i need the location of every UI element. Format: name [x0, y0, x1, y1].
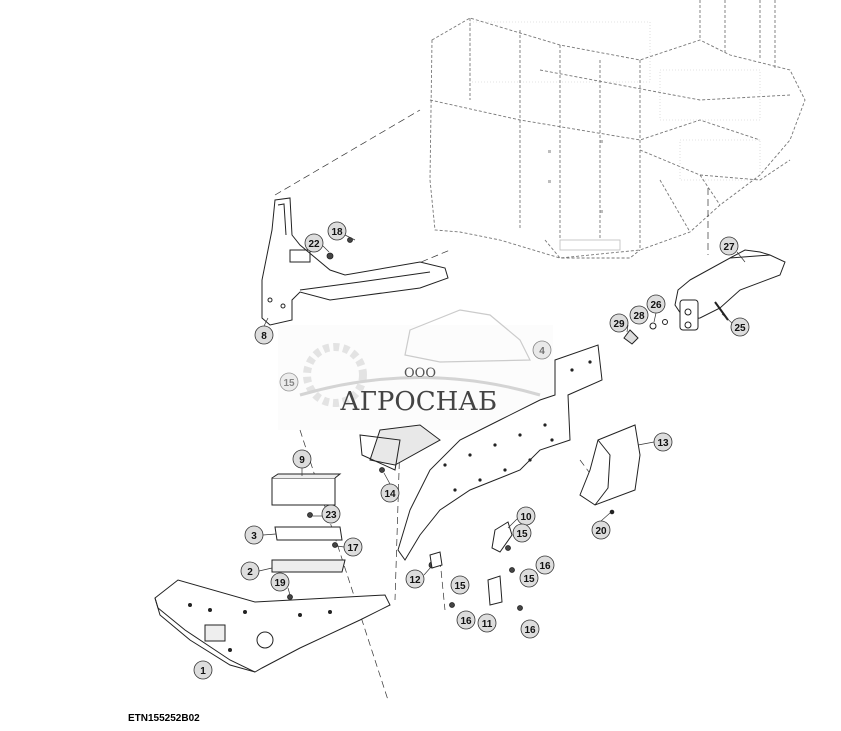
callout-16-c: 16 — [520, 619, 540, 639]
callout-20: 20 — [591, 520, 611, 540]
callout-11: 11 — [477, 613, 497, 633]
part-2-plate — [271, 559, 346, 573]
callout-9: 9 — [292, 449, 312, 469]
svg-text:19: 19 — [274, 578, 286, 589]
svg-text:8: 8 — [261, 331, 267, 342]
part-3-plate — [274, 526, 343, 541]
watermark-prefix: ООО — [404, 366, 436, 381]
svg-text:2: 2 — [247, 567, 253, 578]
part-1-base-plate — [154, 579, 391, 673]
watermark-logo — [278, 309, 553, 430]
svg-text:12: 12 — [409, 575, 421, 586]
svg-text:16: 16 — [460, 616, 472, 627]
svg-text:13: 13 — [657, 438, 669, 449]
callout-15-b: 15 — [512, 523, 532, 543]
callout-15-c: 15 — [519, 568, 539, 588]
callout-13: 13 — [653, 432, 673, 452]
svg-text:9: 9 — [299, 455, 305, 466]
svg-text:15: 15 — [516, 529, 528, 540]
leader-lines — [258, 234, 746, 596]
callout-16-a: 16 — [535, 555, 555, 575]
part-10-bracket — [491, 521, 513, 553]
svg-text:28: 28 — [633, 311, 645, 322]
svg-text:3: 3 — [251, 531, 257, 542]
callout-10: 10 — [516, 506, 536, 526]
svg-text:15: 15 — [283, 378, 295, 389]
svg-text:1: 1 — [200, 666, 206, 677]
callout-15-d: 15 — [450, 575, 470, 595]
svg-text:18: 18 — [331, 227, 343, 238]
svg-text:15: 15 — [523, 574, 535, 585]
callout-26: 26 — [646, 294, 666, 314]
svg-text:14: 14 — [384, 489, 396, 500]
callout-14: 14 — [380, 483, 400, 503]
svg-text:25: 25 — [734, 323, 746, 334]
part-27-bracket — [623, 249, 786, 345]
svg-text:15: 15 — [454, 581, 466, 592]
svg-text:23: 23 — [325, 510, 337, 521]
platform-grating — [469, 21, 761, 251]
callout-19: 19 — [270, 572, 290, 592]
callout-8: 8 — [254, 325, 274, 345]
part-11-bracket — [487, 575, 503, 606]
svg-text:16: 16 — [524, 625, 536, 636]
callout-1: 1 — [193, 660, 213, 680]
callout-25: 25 — [730, 317, 750, 337]
svg-text:26: 26 — [650, 300, 662, 311]
callout-2: 2 — [240, 561, 260, 581]
svg-text:4: 4 — [539, 346, 545, 357]
part-12-block — [429, 551, 443, 569]
svg-text:27: 27 — [723, 242, 735, 253]
callouts: 18 22 8 15 27 26 28 29 25 4 13 9 14 23 3… — [193, 221, 750, 680]
callout-15: 15 — [279, 372, 299, 392]
callout-4: 4 — [532, 340, 552, 360]
figure-code: ETN155252B02 — [128, 713, 200, 724]
svg-text:29: 29 — [613, 319, 625, 330]
callout-22: 22 — [304, 233, 324, 253]
part-8-bracket — [261, 197, 449, 326]
watermark-name: АГРОСНАБ — [340, 387, 497, 417]
svg-text:11: 11 — [482, 619, 493, 630]
cab-platform-outline — [429, 0, 806, 259]
callout-29: 29 — [609, 313, 629, 333]
callout-16-b: 16 — [456, 610, 476, 630]
part-9-plate — [271, 473, 342, 506]
callout-18: 18 — [327, 221, 347, 241]
part-4-frame-rail — [359, 344, 603, 561]
svg-text:20: 20 — [595, 526, 607, 537]
svg-text:17: 17 — [347, 543, 359, 554]
part-13-shield — [579, 424, 641, 515]
callout-3: 3 — [244, 525, 264, 545]
callout-27: 27 — [719, 236, 739, 256]
svg-text:16: 16 — [539, 561, 551, 572]
callout-28: 28 — [629, 305, 649, 325]
callout-17: 17 — [343, 537, 363, 557]
svg-text:22: 22 — [308, 239, 320, 250]
svg-text:10: 10 — [520, 512, 532, 523]
callout-23: 23 — [321, 504, 341, 524]
callout-12: 12 — [405, 569, 425, 589]
